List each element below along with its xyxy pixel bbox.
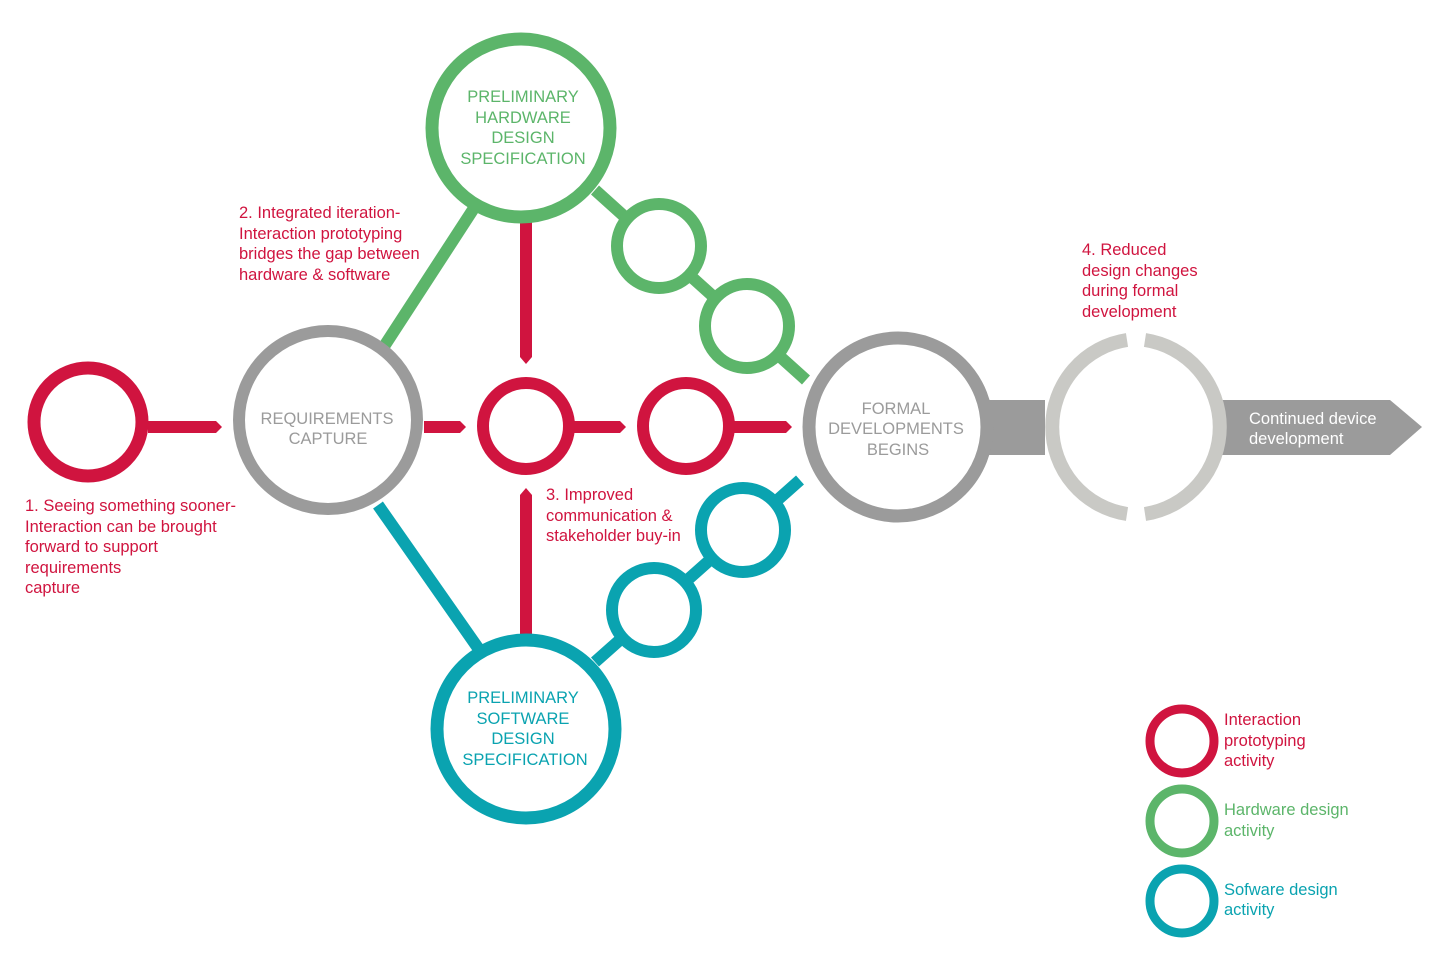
interaction-connectors (148, 222, 792, 634)
formal-band (985, 400, 1045, 455)
req-to-software-line (373, 501, 483, 652)
software-small-circle (606, 562, 702, 658)
req-to-hardware-line (379, 201, 482, 349)
legend-software-icon (1145, 864, 1219, 938)
software-small-circle (695, 482, 791, 578)
iteration-cycle-icon (1045, 333, 1227, 521)
requirements-circle (233, 325, 423, 515)
annotation-2: 2. Integrated iteration-Interaction prot… (239, 204, 420, 284)
legend-hardware-icon (1145, 784, 1219, 858)
arrow-connector (148, 421, 222, 433)
arrow-connector (570, 421, 626, 433)
arrow-connector (520, 488, 532, 634)
hardware-small-circle (699, 278, 795, 374)
continued-arrow (1222, 400, 1422, 455)
arrow-connector (424, 421, 466, 433)
hardware-circle (425, 32, 617, 224)
annotation-1: 1. Seeing something sooner-Interaction c… (25, 497, 236, 597)
arrow-connector (520, 222, 532, 364)
hardware-small-circle (611, 198, 707, 294)
software-circle (430, 633, 622, 825)
legend-interaction-icon (1145, 704, 1219, 778)
interaction-circle (637, 377, 735, 475)
interaction-circle (477, 377, 575, 475)
interaction-circle (27, 361, 149, 483)
arrow-connector (728, 421, 792, 433)
formal-circle (802, 331, 994, 523)
